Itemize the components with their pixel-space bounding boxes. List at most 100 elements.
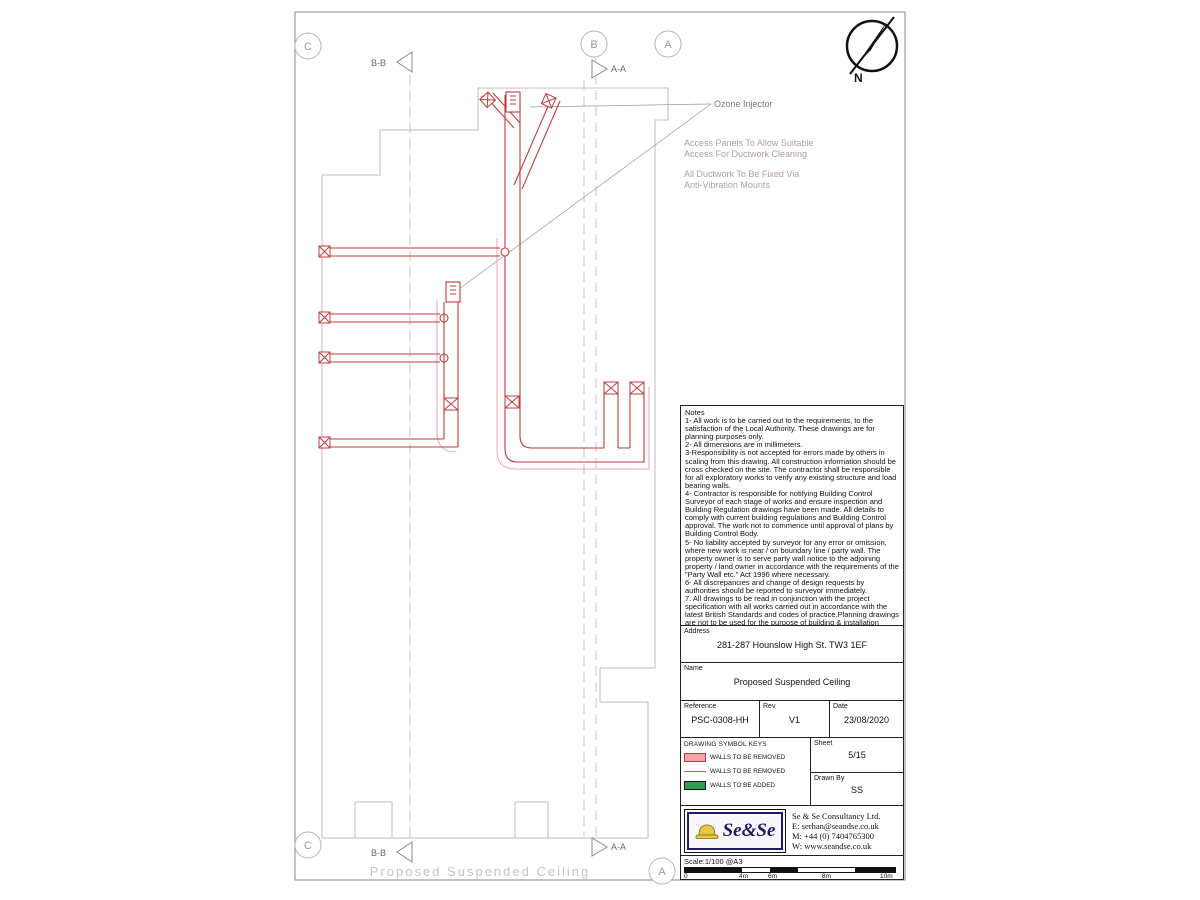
leader-lines	[458, 103, 712, 290]
note-item-1: 1- All work is to be carried out to the …	[685, 416, 875, 442]
valve-icon	[318, 351, 331, 364]
branch-duct-2	[330, 313, 440, 323]
key-item-walls-removed-line: WALLS TO BE REMOVED	[684, 767, 807, 776]
grid-marker-c-bottom: C	[304, 840, 312, 852]
logo-text: Se&Se	[722, 819, 776, 841]
address-value: 281-287 Hounslow High St. TW3 1EF	[717, 640, 867, 650]
company-logo: Se&Se	[684, 808, 786, 853]
company-name: Se & Se Consultancy Ltd.	[792, 810, 881, 821]
branch-duct-3	[330, 353, 440, 363]
date-label: Date	[833, 703, 848, 710]
annotation-access-panels-1: Access Panels To Allow Suitable	[684, 138, 813, 148]
grille-box-top	[505, 91, 521, 113]
key-item-walls-removed-fill: WALLS TO BE REMOVED	[684, 753, 807, 762]
scale-segment	[855, 868, 895, 872]
branch-duct-1	[330, 247, 500, 257]
section-label-bb-bottom: B-B	[371, 848, 386, 858]
key-label: WALLS TO BE ADDED	[710, 782, 775, 789]
building-outline	[321, 87, 669, 839]
hard-hat-icon	[695, 824, 719, 839]
date-cell: Date 23/08/2020	[829, 701, 903, 737]
diagonal-duct-2	[513, 96, 561, 190]
rev-label: Rev	[763, 703, 776, 710]
drawn-by-cell: Drawn By SS	[811, 771, 903, 806]
scale-tick: 10m	[880, 873, 893, 880]
grid-marker-a-bottom: A	[658, 866, 666, 878]
duct-outline-pink	[436, 238, 650, 470]
scale-section: Scale:1/100 @A3 0 4m 6m 8m 10m	[681, 855, 903, 881]
company-phone: M: +44 (0) 7404765300	[792, 830, 874, 841]
rev-cell: Rev V1	[759, 701, 829, 737]
sheet-drawn-column: Sheet 5/15 Drawn By SS	[811, 738, 903, 805]
valve-icon	[443, 397, 459, 411]
scale-tick: 8m	[822, 873, 832, 880]
scale-segment	[685, 868, 742, 872]
secondary-duct	[443, 302, 459, 447]
grid-marker-a-top: A	[664, 39, 672, 51]
valve-icon	[318, 311, 331, 324]
drawn-by-value: SS	[850, 784, 863, 795]
company-logo-inner: Se&Se	[687, 811, 783, 850]
key-label: WALLS TO BE REMOVED	[710, 768, 786, 775]
reference-row: Reference PSC-0308-HH Rev V1 Date 23/08/…	[681, 700, 903, 737]
branch-duct-4	[330, 438, 458, 448]
grid-marker-b-top: B	[590, 39, 597, 51]
name-label: Name	[684, 665, 703, 672]
company-info: Se & Se Consultancy Ltd. E: serhan@seand…	[786, 811, 903, 851]
note-item-2: 2- All dimensions are in millimeters.	[685, 440, 803, 450]
notes-section: Notes 1- All work is to be carried out t…	[681, 406, 903, 625]
valve-icon	[318, 245, 331, 258]
section-label-aa-top: A-A	[611, 64, 626, 74]
key-label: WALLS TO BE REMOVED	[710, 754, 786, 761]
grid-marker-c-top: C	[304, 41, 312, 53]
name-section: Name Proposed Suspended Ceiling	[681, 662, 903, 700]
sheet-cell: Sheet 5/15	[811, 738, 903, 772]
main-duct	[504, 95, 645, 463]
logo-row: Se&Se Se & Se Consultancy Ltd. E: serhan…	[681, 805, 903, 855]
scale-segment	[742, 868, 770, 872]
scale-label: Scale:1/100 @A3	[684, 857, 743, 866]
sheet-label: Sheet	[814, 740, 833, 747]
plan-caption: Proposed Suspended Ceiling	[370, 864, 590, 879]
annotation-access-panels-2: Access For Ductwork Cleaning	[684, 149, 807, 159]
drawn-by-label: Drawn By	[814, 774, 845, 782]
sheet-border	[294, 11, 906, 881]
scale-segment	[798, 868, 855, 872]
north-arrow-icon: N	[845, 16, 899, 85]
title-block: Notes 1- All work is to be carried out t…	[680, 405, 904, 880]
address-label: Address	[684, 628, 710, 635]
valve-icon	[318, 436, 331, 449]
notes-header: Notes	[685, 408, 705, 417]
date-value: 23/08/2020	[843, 715, 890, 725]
reference-cell: Reference PSC-0308-HH	[681, 701, 759, 737]
scale-bar	[684, 867, 896, 873]
section-label-aa-bottom: A-A	[611, 842, 626, 852]
reference-label: Reference	[684, 703, 717, 710]
scale-tick: 6m	[768, 873, 778, 880]
note-item-3: 3-Responsibility is not accepted for err…	[685, 448, 897, 490]
symbol-keys: DRAWING SYMBOL KEYS WALLS TO BE REMOVED …	[681, 738, 811, 805]
company-email: E: serhan@seandse.co.uk	[792, 820, 879, 831]
name-value: Proposed Suspended Ceiling	[733, 677, 851, 687]
valve-icon	[504, 395, 520, 409]
north-label: N	[854, 71, 863, 85]
section-markers: B-B A-A B-B A-A	[371, 51, 626, 863]
key-swatch-walls-removed-fill	[684, 753, 706, 762]
ozone-injector-label: Ozone Injector	[714, 99, 773, 109]
annotation-anti-vibration-2: Anti-Vibration Mounts	[684, 180, 770, 190]
key-swatch-walls-removed-line	[684, 767, 706, 776]
rev-value: V1	[788, 715, 800, 725]
key-swatch-walls-added	[684, 781, 706, 790]
valve-icon	[629, 381, 645, 395]
symbol-keys-row: DRAWING SYMBOL KEYS WALLS TO BE REMOVED …	[681, 737, 903, 805]
company-website: W: www.seandse.co.uk	[792, 840, 872, 851]
scale-segment	[770, 868, 798, 872]
symbol-keys-header: DRAWING SYMBOL KEYS	[684, 741, 767, 748]
grid-markers: C B A C A	[294, 30, 682, 885]
reference-value: PSC-0308-HH	[691, 715, 749, 725]
scale-ticks: 0 4m 6m 8m 10m	[684, 873, 900, 881]
note-item-7: 7. All drawings to be read in conjunctio…	[685, 594, 899, 625]
section-label-bb-top: B-B	[371, 58, 386, 68]
